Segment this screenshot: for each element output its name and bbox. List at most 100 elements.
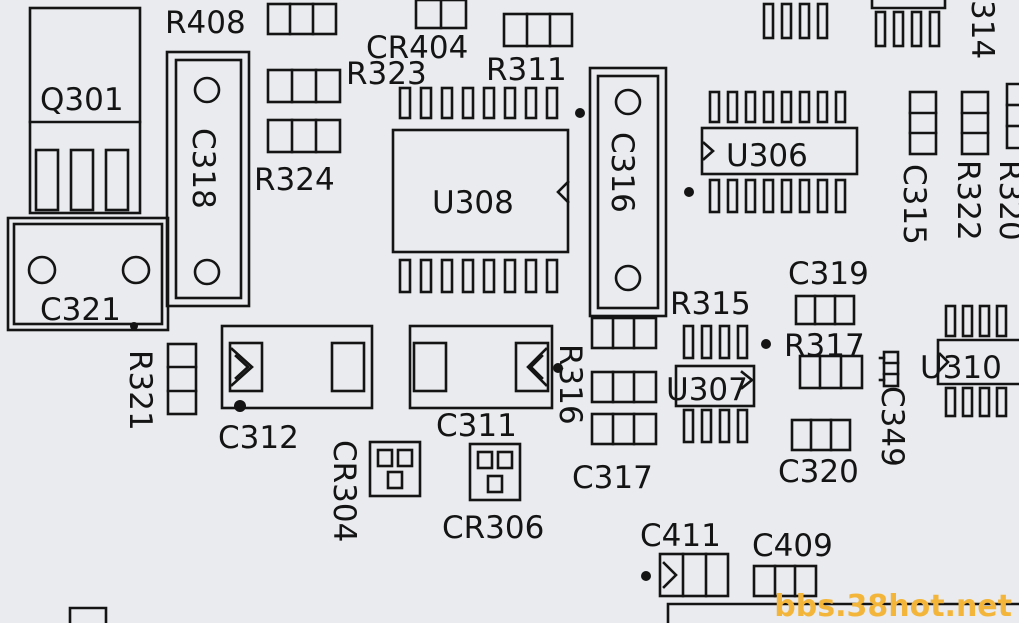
label-r323: R323 (346, 56, 427, 92)
label-c319: C319 (788, 256, 869, 292)
label-r315: R315 (670, 286, 751, 322)
c319-pads (794, 294, 856, 326)
label-r316: R316 (552, 344, 588, 425)
ic-pin-pad (780, 2, 793, 40)
label-u310: U310 (920, 350, 1002, 386)
r311-pads (502, 12, 574, 48)
ic-pin-pad (978, 386, 991, 418)
r321-pads (166, 342, 198, 416)
ic-pin-pad (736, 324, 749, 360)
cr306-outline (468, 442, 522, 502)
label-c315: C315 (896, 164, 932, 245)
ic-pin-pad (944, 386, 957, 418)
ic-pin-pad (708, 90, 721, 124)
ic-pin-pad (524, 258, 538, 294)
ic-pin-pad (744, 178, 757, 214)
r315-pads (590, 316, 658, 350)
ic-pin-pad (718, 324, 731, 360)
r323-pads (266, 68, 342, 104)
label-u308: U308 (432, 185, 514, 221)
ic-pin-pad (944, 304, 957, 338)
ic-pin-pad (834, 90, 847, 124)
c311-polarity-dot (553, 363, 563, 373)
ic-pin-pad (995, 386, 1008, 418)
u307-outline (674, 324, 756, 444)
ic-pin-pad (524, 86, 538, 120)
label-cr304: CR304 (326, 440, 362, 542)
u310-outline (936, 304, 1019, 418)
label-q301: Q301 (40, 82, 124, 118)
watermark-text: bbs.38hot.net (774, 589, 1012, 623)
ic-pin-pad (419, 86, 433, 120)
ic-pin-pad (910, 10, 923, 48)
top-right-pads (762, 2, 941, 48)
label-c317: C317 (572, 460, 653, 496)
ic-pin-pad (816, 2, 829, 40)
ic-pin-pad (482, 258, 496, 294)
r320-pads (1005, 82, 1019, 150)
c312-outline (220, 324, 374, 410)
c318-outline (165, 50, 251, 308)
ic-pin-pad (780, 178, 793, 214)
ic-pin-pad (503, 258, 517, 294)
c316-outline (588, 66, 668, 318)
ic-pin-pad (440, 86, 454, 120)
ic-pin-pad (798, 90, 811, 124)
ic-pin-pad (700, 324, 713, 360)
ic-pin-pad (736, 408, 749, 444)
label-u307: U307 (666, 372, 748, 408)
ic-pin-pad (744, 90, 757, 124)
u308-pin1-dot (575, 108, 585, 118)
label-r321: R321 (122, 350, 158, 431)
label-c316: C316 (604, 132, 640, 213)
label-c349: C349 (874, 386, 910, 467)
u307-pin1-dot (761, 339, 771, 349)
ic-pin-pad (726, 90, 739, 124)
ic-pin-pad (708, 178, 721, 214)
ic-pin-pad (398, 86, 412, 120)
bottom-edge-parts (68, 602, 1019, 623)
ic-pin-pad (874, 10, 887, 48)
ic-pin-pad (482, 86, 496, 120)
label-c411: C411 (640, 518, 721, 554)
r316-pads (590, 370, 658, 404)
ic-pin-pad (718, 408, 731, 444)
ic-pin-pad (762, 90, 775, 124)
u306-pin1-dot (684, 187, 694, 197)
label-c320: C320 (778, 454, 859, 490)
ic-pin-pad (726, 178, 739, 214)
label-r322: R322 (950, 160, 986, 241)
q301-outline (28, 6, 142, 215)
cr304-outline (368, 440, 422, 498)
ic-pin-pad (798, 178, 811, 214)
label-cr306: CR306 (442, 510, 544, 546)
ic-pin-pad (682, 324, 695, 360)
c311-outline (408, 324, 554, 410)
ic-pin-pad (461, 258, 475, 294)
label-c312: C312 (218, 420, 299, 456)
ic-pin-pad (995, 304, 1008, 338)
c320-pads (790, 418, 852, 452)
ic-pin-pad (682, 408, 695, 444)
c411-polarity-dot (641, 571, 651, 581)
c411-pads (658, 552, 730, 598)
label-r311: R311 (486, 52, 567, 88)
label-c311: C311 (436, 408, 517, 444)
r408-pads (266, 2, 338, 36)
ic-pin-pad (545, 86, 559, 120)
r324-pads (266, 118, 342, 154)
ic-pin-pad (834, 178, 847, 214)
label-cr404: CR404 (366, 30, 468, 66)
ic-pin-pad (816, 178, 829, 214)
ic-pin-pad (762, 2, 775, 40)
label-r317: R317 (784, 328, 865, 364)
ic-pin-pad (419, 258, 433, 294)
ic-pin-pad (961, 386, 974, 418)
ic-pin-pad (762, 178, 775, 214)
u308-outline (391, 86, 570, 294)
u306-outline (700, 90, 859, 214)
ic-pin-pad (545, 258, 559, 294)
top-right-chip (870, 0, 947, 10)
